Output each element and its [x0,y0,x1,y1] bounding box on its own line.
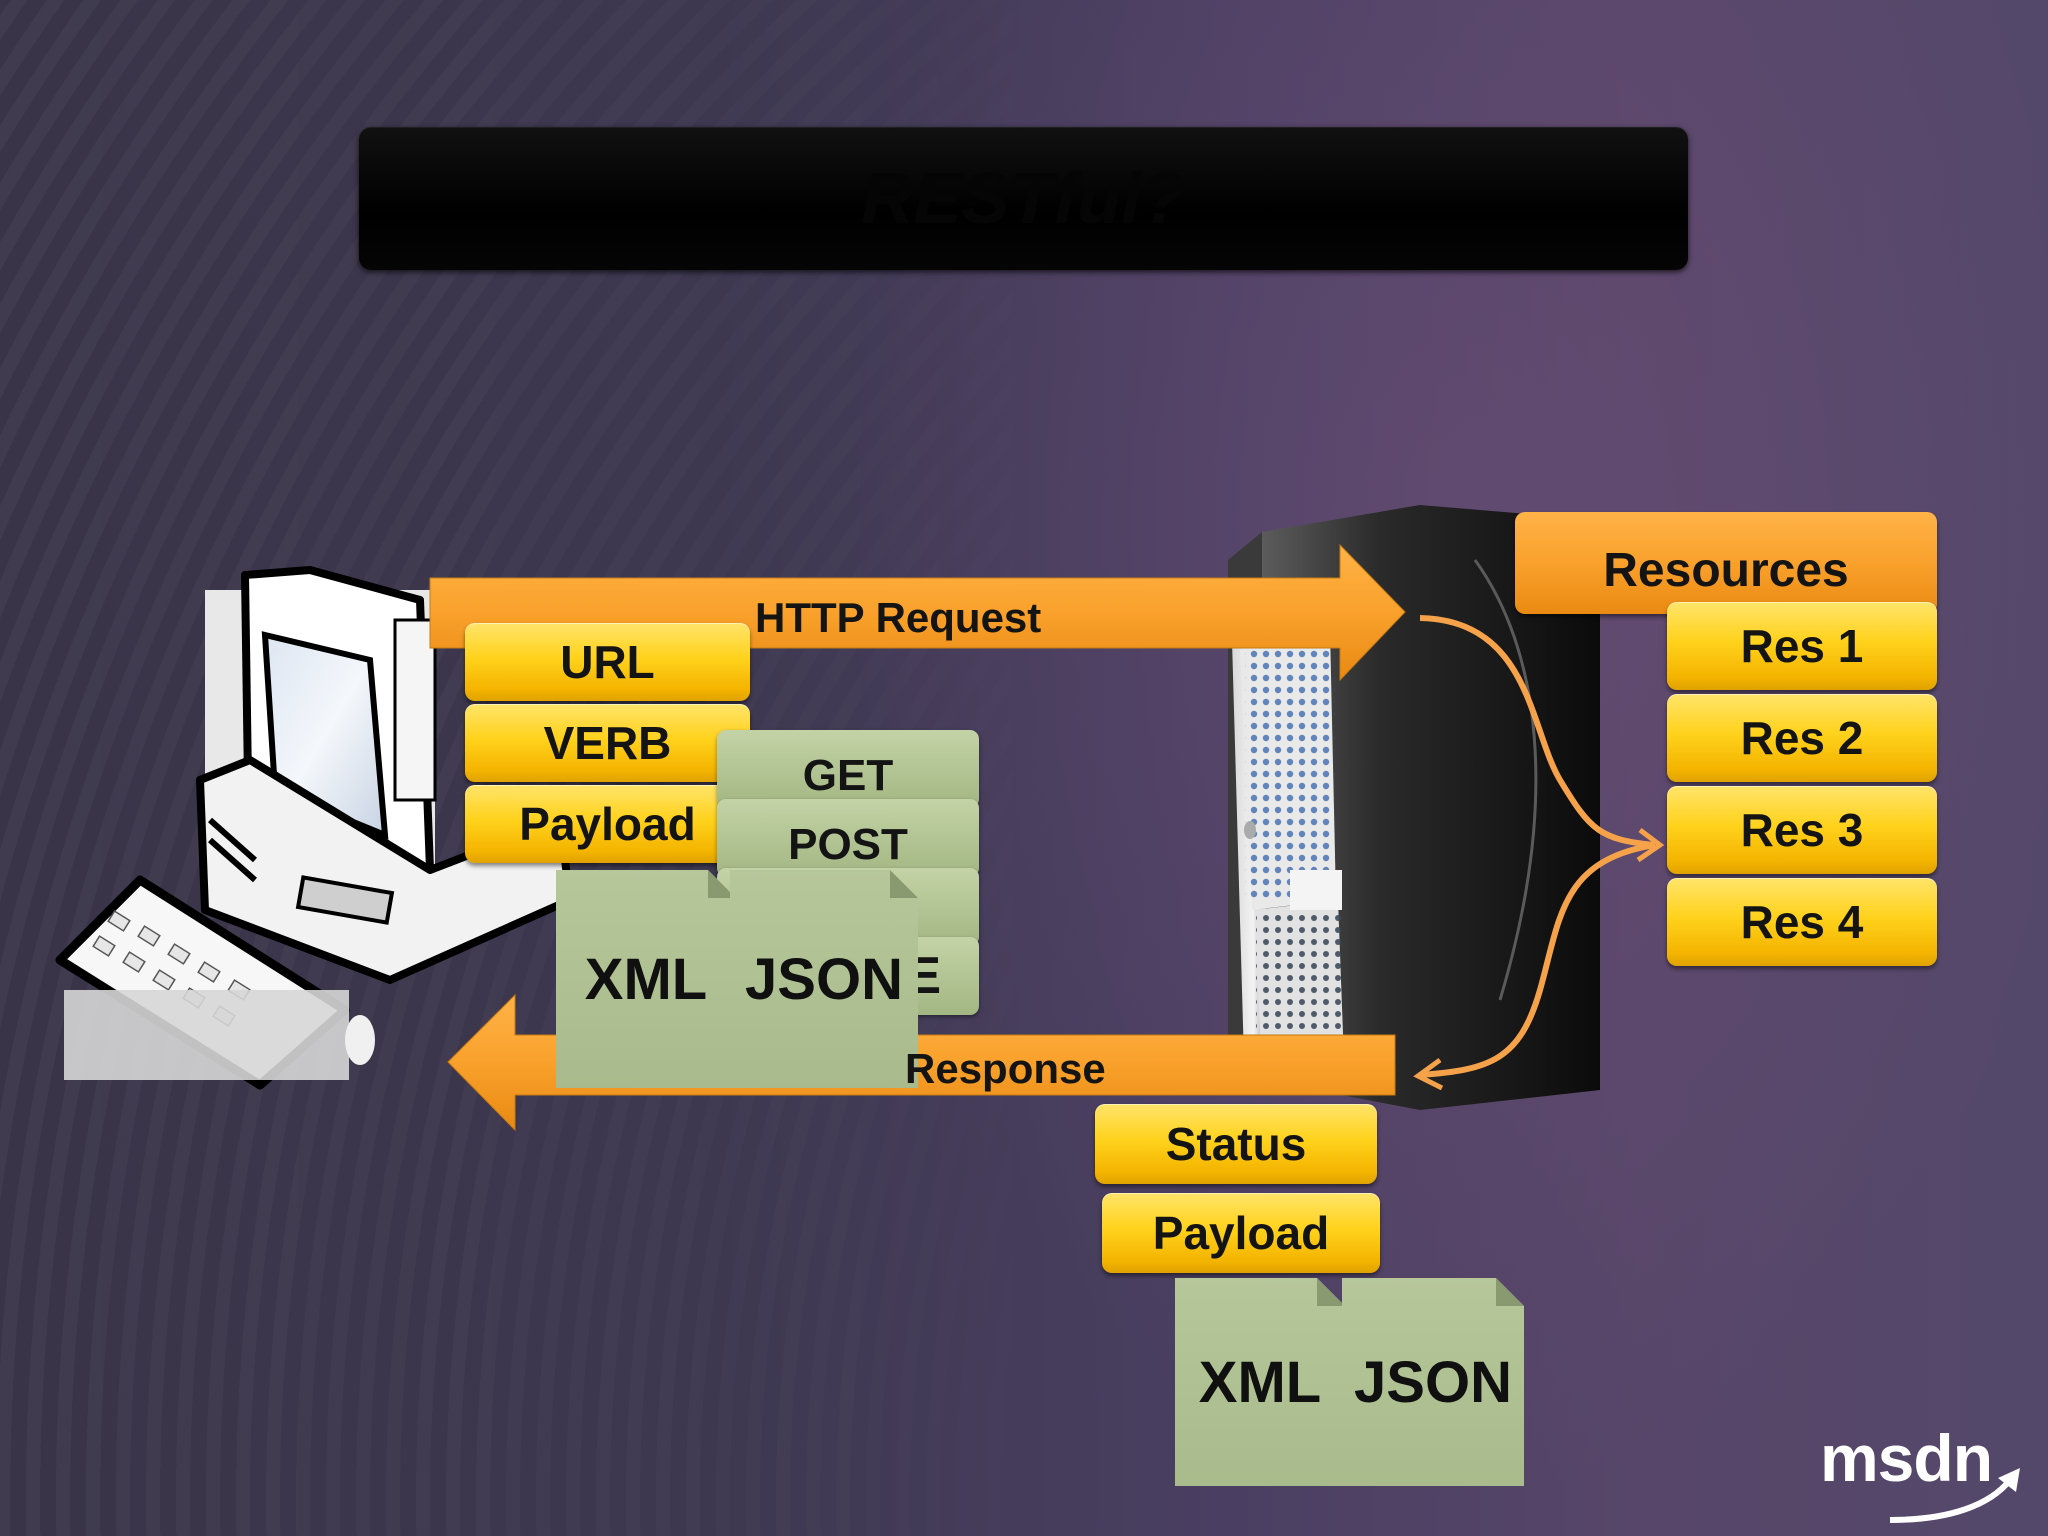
request-item-payload: Payload [465,785,750,863]
verb-get: GET [717,730,979,808]
slide-title: RESTful? [861,158,1186,239]
response-arrow-label: Response [905,1045,1106,1092]
request-format-xml-label: XML [584,946,708,1012]
response-format-json: JSON [1342,1278,1524,1486]
title-bar: RESTful? [359,127,1688,270]
response-format-xml-label: XML [1198,1349,1322,1415]
resources-header: Resources [1515,512,1937,614]
resource-item-3: Res 3 [1667,786,1937,874]
resource-item-4: Res 4 [1667,878,1937,966]
response-format-json-label: JSON [1354,1349,1512,1415]
resource-to-response-curve [1419,842,1656,1078]
response-item-status: Status [1095,1104,1377,1184]
resource-item-1: Res 1 [1667,602,1937,690]
response-item-payload: Payload [1102,1193,1380,1273]
swoosh-arrow-icon [1889,1468,2020,1523]
request-format-xml: XML [556,870,736,1088]
resource-item-2: Res 2 [1667,694,1937,782]
request-format-json: JSON [730,870,918,1088]
response-format-xml: XML [1175,1278,1345,1486]
msdn-logo-text: msdn [1820,1421,1993,1495]
msdn-logo: msdn [1820,1420,2020,1523]
request-item-verb: VERB [465,704,750,782]
request-to-resource-curve [1419,615,1656,848]
response-arrow [447,993,1396,1132]
request-item-url: URL [465,623,750,701]
request-format-json-label: JSON [745,946,903,1012]
verb-post: POST [717,799,979,877]
request-arrow-label: HTTP Request [755,594,1042,641]
